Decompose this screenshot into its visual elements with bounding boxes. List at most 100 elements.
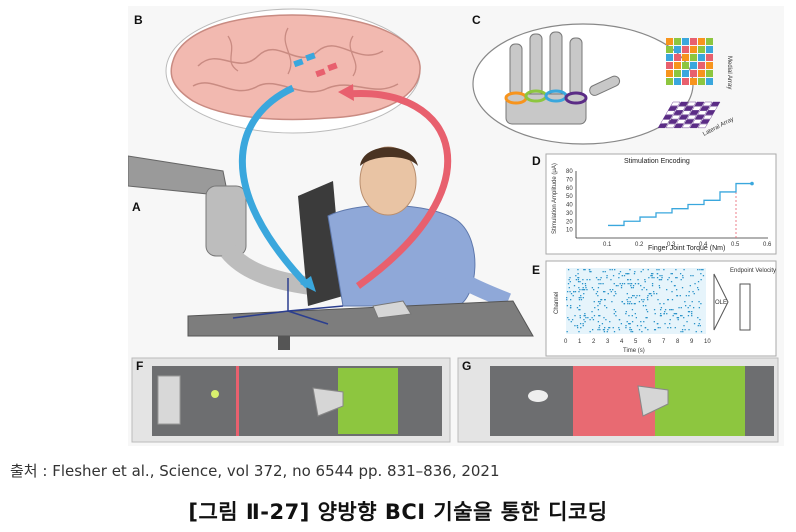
spike-mark [659, 279, 661, 281]
lateral-electrode [681, 110, 692, 115]
lateral-electrode [667, 106, 678, 111]
spike-mark [667, 327, 669, 329]
spike-mark [646, 289, 648, 291]
spike-mark [594, 307, 596, 309]
spike-mark [660, 313, 662, 315]
spike-mark [697, 325, 699, 327]
panel-b-brain: B [134, 8, 421, 134]
spike-mark [573, 285, 576, 287]
spike-mark [669, 323, 671, 325]
medial-electrode [666, 78, 673, 85]
lateral-electrode [673, 110, 684, 115]
spike-mark [629, 323, 631, 325]
robot-hand-icon [505, 31, 621, 125]
spike-mark [598, 327, 600, 329]
medial-electrode [690, 70, 697, 77]
spike-mark [630, 283, 633, 285]
spike-mark [688, 311, 691, 313]
panel-label-e: E [532, 263, 540, 277]
spike-mark [676, 277, 678, 279]
spike-mark [608, 327, 611, 329]
spike-mark [675, 277, 677, 279]
spike-mark [685, 295, 688, 297]
ole-decoder-icon [713, 273, 729, 331]
spike-mark [577, 269, 579, 271]
ole-label: OLE [715, 300, 727, 306]
lateral-electrode [702, 115, 713, 120]
spike-mark [584, 269, 586, 271]
spike-mark [659, 315, 662, 317]
spike-mark [575, 275, 577, 277]
spike-mark [633, 295, 635, 297]
spike-mark [687, 315, 690, 317]
spike-mark [699, 325, 701, 327]
y-tick-label: 80 [566, 169, 573, 175]
lateral-electrode [662, 115, 673, 120]
lateral-electrode [700, 119, 711, 124]
medial-electrode [698, 70, 705, 77]
spike-mark [647, 295, 649, 297]
medial-electrode [682, 38, 689, 45]
spike-mark [579, 309, 581, 311]
raster-x-tick: 3 [606, 339, 610, 345]
spike-mark [582, 289, 585, 291]
lateral-electrode [702, 101, 713, 106]
spike-mark [654, 329, 657, 331]
spike-mark [648, 293, 650, 295]
spike-mark [692, 291, 694, 293]
spike-mark [669, 309, 671, 311]
spike-mark [628, 323, 630, 325]
spike-mark [609, 269, 611, 271]
panel-label-f: F [136, 359, 143, 373]
spike-mark [630, 287, 633, 289]
spike-mark [681, 287, 684, 289]
spike-mark [623, 275, 626, 277]
spike-mark [613, 295, 615, 297]
spike-mark [672, 315, 674, 317]
spike-mark [602, 291, 605, 293]
lateral-electrode [665, 110, 676, 115]
spike-mark [578, 277, 580, 279]
medial-electrode [698, 38, 705, 45]
spike-mark [598, 315, 600, 317]
raster-x-tick: 7 [662, 339, 666, 345]
spike-mark [570, 293, 573, 295]
spike-mark [600, 277, 602, 279]
spike-mark [597, 301, 600, 303]
medial-electrode [674, 70, 681, 77]
spike-mark [626, 273, 629, 275]
spike-mark [591, 317, 593, 319]
spike-mark [618, 273, 620, 275]
lateral-electrode [691, 106, 702, 111]
spike-mark [700, 273, 702, 275]
spike-mark [566, 297, 568, 299]
spike-mark [636, 325, 639, 327]
spike-mark [630, 285, 632, 287]
medial-electrode [706, 62, 713, 69]
spike-mark [597, 329, 599, 331]
spike-mark [641, 289, 643, 291]
spike-mark [638, 301, 641, 303]
spike-mark [643, 299, 645, 301]
spike-mark [618, 327, 620, 329]
spike-mark [683, 269, 685, 271]
spike-mark [653, 321, 655, 323]
lateral-electrode [673, 123, 684, 128]
spike-mark [686, 321, 688, 323]
spike-mark [637, 279, 639, 281]
spike-mark [599, 279, 601, 281]
lateral-electrode [686, 101, 697, 106]
spike-mark [653, 291, 655, 293]
spike-mark [671, 299, 674, 301]
spike-mark [604, 291, 606, 293]
spike-mark [628, 315, 630, 317]
lateral-electrode [683, 106, 694, 111]
spike-mark [578, 287, 580, 289]
spike-mark [628, 297, 630, 299]
spike-mark [683, 317, 685, 319]
panel-label-g: G [462, 359, 471, 373]
spike-mark [691, 315, 693, 317]
spike-mark [691, 313, 693, 315]
spike-mark [571, 319, 574, 321]
spike-mark [690, 275, 692, 277]
